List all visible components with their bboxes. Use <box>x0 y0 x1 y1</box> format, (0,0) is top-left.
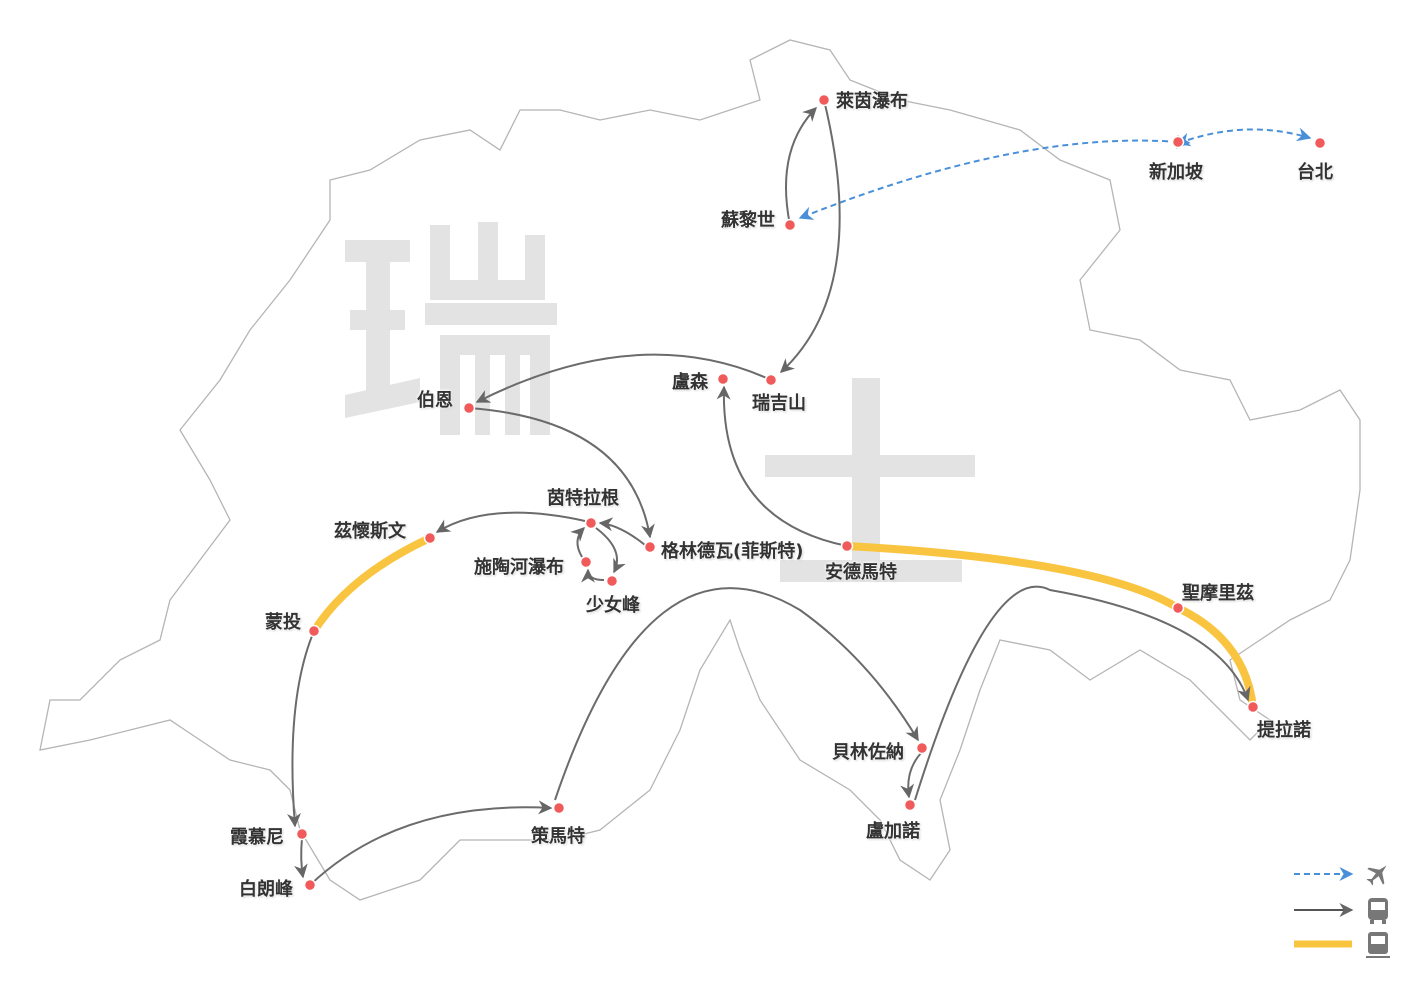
bus-route <box>435 511 586 533</box>
city-label-zweisimmen: 茲懷斯文 <box>334 521 406 542</box>
city-label-chamonix: 霞慕尼 <box>230 827 284 848</box>
plane-route <box>798 134 1191 220</box>
city-label-staubbach: 施陶河瀑布 <box>474 557 564 578</box>
city-marker-interlaken[interactable] <box>584 516 598 530</box>
airplane-icon <box>1366 865 1387 886</box>
city-label-jungfrau: 少女峰 <box>586 595 640 616</box>
bus-route <box>570 527 585 558</box>
bus-route <box>287 630 315 828</box>
bus-route <box>900 751 923 799</box>
train-route <box>843 542 1257 711</box>
city-label-zermatt: 策馬特 <box>531 826 585 847</box>
city-label-rigi: 瑞吉山 <box>752 393 806 414</box>
city-label-lucerne: 盧森 <box>672 372 708 393</box>
city-label-rhine-falls: 萊茵瀑布 <box>836 91 908 112</box>
city-marker-bellinzona[interactable] <box>915 741 929 755</box>
city-marker-lucerne[interactable] <box>716 372 730 386</box>
city-label-taipei: 台北 <box>1297 162 1333 183</box>
city-marker-lugano[interactable] <box>903 798 917 812</box>
city-marker-taipei[interactable] <box>1313 136 1327 150</box>
bus-icon <box>1368 898 1388 924</box>
city-label-andermatt: 安德馬特 <box>825 562 897 583</box>
city-marker-rigi[interactable] <box>764 373 778 387</box>
legend <box>1290 856 1400 966</box>
city-marker-singapore[interactable] <box>1171 135 1185 149</box>
bus-route <box>309 800 553 886</box>
city-marker-montreux[interactable] <box>307 624 321 638</box>
city-label-montreux: 蒙投 <box>265 612 301 633</box>
city-label-lugano: 盧加諾 <box>866 821 920 842</box>
city-marker-mont-blanc[interactable] <box>303 878 317 892</box>
plane-route <box>1176 127 1312 147</box>
city-label-tirano: 提拉諾 <box>1257 720 1311 741</box>
city-marker-tirano[interactable] <box>1246 700 1260 714</box>
train-route <box>310 534 434 635</box>
bus-route <box>581 568 605 583</box>
city-label-st-moritz: 聖摩里茲 <box>1182 583 1254 604</box>
city-marker-st-moritz[interactable] <box>1171 601 1185 615</box>
city-label-bern: 伯恩 <box>417 390 453 411</box>
train-icon <box>1366 932 1390 958</box>
city-marker-chamonix[interactable] <box>295 827 309 841</box>
city-label-grindelwald: 格林德瓦(菲斯特) <box>661 541 804 562</box>
bus-route <box>716 385 848 547</box>
city-label-zurich: 蘇黎世 <box>721 210 775 231</box>
bus-route <box>475 353 772 403</box>
city-marker-rhine-falls[interactable] <box>817 93 831 107</box>
city-label-mont-blanc: 白朗峰 <box>239 879 293 900</box>
bus-route <box>598 517 646 546</box>
city-marker-jungfrau[interactable] <box>605 574 619 588</box>
city-marker-andermatt[interactable] <box>840 539 854 553</box>
bus-route <box>468 407 655 539</box>
watermark-rui-glyph <box>345 222 557 435</box>
bus-route <box>293 837 308 879</box>
city-label-bellinzona: 貝林佐納 <box>832 742 904 763</box>
bus-route <box>914 585 1251 801</box>
bus-route <box>595 527 626 574</box>
switzerland-outline <box>39 39 1361 901</box>
city-label-interlaken: 茵特拉根 <box>547 488 619 509</box>
city-marker-zermatt[interactable] <box>552 801 566 815</box>
bus-route <box>779 99 841 373</box>
city-marker-staubbach[interactable] <box>579 555 593 569</box>
city-marker-grindelwald[interactable] <box>643 540 657 554</box>
bus-route <box>554 587 919 801</box>
bus-route <box>785 106 817 226</box>
city-marker-zweisimmen[interactable] <box>423 531 437 545</box>
city-label-singapore: 新加坡 <box>1149 162 1203 183</box>
city-marker-zurich[interactable] <box>783 218 797 232</box>
city-marker-bern[interactable] <box>462 401 476 415</box>
